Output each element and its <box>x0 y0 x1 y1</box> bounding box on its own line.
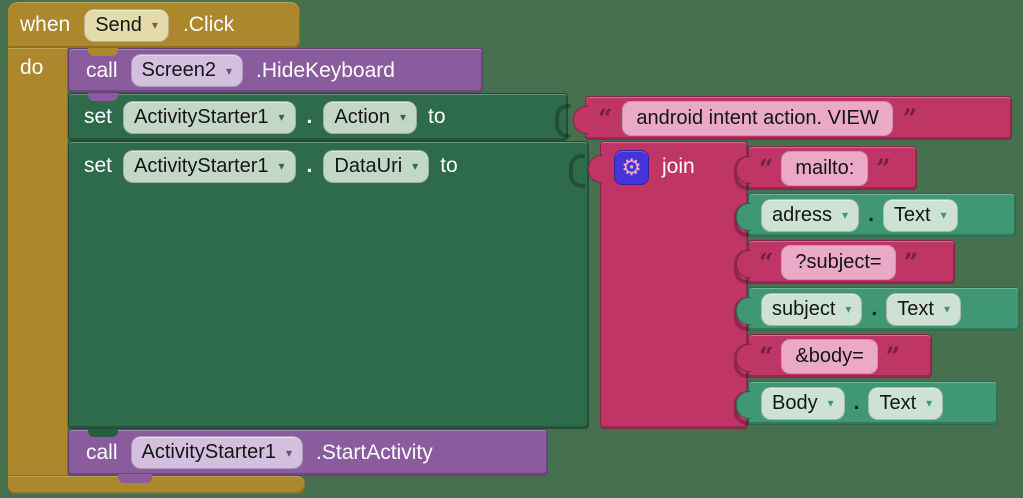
body-dropdown[interactable]: Body ▾ <box>761 386 845 420</box>
activitystarter1-dropdown-value: ActivityStarter1 <box>141 441 276 463</box>
call-hidekeyboard-block[interactable]: call Screen2 ▾ .HideKeyboard <box>68 48 483 93</box>
dropdown-arrow-icon: ▾ <box>940 208 947 222</box>
subject-dropdown[interactable]: subject ▾ <box>761 292 863 326</box>
stack-tab-connector <box>88 48 118 56</box>
dropdown-arrow-icon: ▾ <box>943 302 950 316</box>
action-property-dropdown[interactable]: Action ▾ <box>323 100 417 134</box>
call-label: call <box>86 440 118 464</box>
dot-separator: . <box>868 203 874 226</box>
activitystarter1-dropdown[interactable]: ActivityStarter1 ▾ <box>123 149 296 183</box>
subject-text-property-dropdown[interactable]: Text ▾ <box>886 292 961 326</box>
text-field-subject-param[interactable]: ?subject= <box>781 244 896 280</box>
to-label: to <box>428 105 446 128</box>
startactivity-method-label: .StartActivity <box>316 440 433 464</box>
when-label: when <box>20 13 71 36</box>
dropdown-arrow-icon: ▾ <box>278 110 285 124</box>
call-startactivity-block[interactable]: call ActivityStarter1 ▾ .StartActivity <box>68 429 548 476</box>
screen2-dropdown[interactable]: Screen2 ▾ <box>130 54 244 87</box>
dropdown-arrow-icon: ▾ <box>278 159 285 173</box>
set-label: set <box>84 154 113 177</box>
datauri-property-dropdown[interactable]: DataUri ▾ <box>323 149 430 183</box>
do-label: do <box>20 56 44 79</box>
send-dropdown-value: Send <box>95 13 142 36</box>
string-block-subject-param[interactable]: “ ?subject= ” <box>736 240 955 284</box>
stack-tab-connector <box>88 429 118 437</box>
adress-text-property-dropdown[interactable]: Text ▾ <box>882 198 958 232</box>
close-quote: ” <box>902 103 918 133</box>
adress-dropdown-value: adress <box>772 203 833 226</box>
click-suffix-label: .Click <box>182 13 235 36</box>
dropdown-arrow-icon: ▾ <box>226 63 233 78</box>
socket-connector <box>555 104 571 138</box>
send-dropdown[interactable]: Send ▾ <box>84 8 169 42</box>
stack-tab-connector <box>118 474 152 483</box>
set-datauri-block[interactable]: set ActivityStarter1 ▾ . DataUri ▾ to <box>68 141 589 429</box>
event-block-spine[interactable] <box>8 48 68 477</box>
dropdown-arrow-icon: ▾ <box>827 396 834 410</box>
getter-block-subject-text[interactable]: subject ▾ . Text ▾ <box>736 287 1020 331</box>
event-block-footer[interactable] <box>8 476 305 494</box>
text-field-mailto[interactable]: mailto: <box>781 150 869 186</box>
open-quote: “ <box>759 247 774 277</box>
text-field-body-param[interactable]: &body= <box>781 338 878 374</box>
plug-connector <box>573 106 588 134</box>
open-quote: “ <box>759 341 774 371</box>
activitystarter1-dropdown-value: ActivityStarter1 <box>134 154 269 177</box>
set-action-block[interactable]: set ActivityStarter1 ▾ . Action ▾ to <box>68 93 571 141</box>
adress-dropdown[interactable]: adress ▾ <box>761 198 860 232</box>
adress-text-property-value: Text <box>893 203 931 226</box>
join-label: join <box>662 155 695 178</box>
body-dropdown-value: Body <box>772 391 818 414</box>
string-block-body-param[interactable]: “ &body= ” <box>736 334 932 378</box>
datauri-property-value: DataUri <box>334 154 403 177</box>
hidekeyboard-method-label: .HideKeyboard <box>256 58 395 82</box>
dropdown-arrow-icon: ▾ <box>412 159 419 173</box>
body-text-property-value: Text <box>879 391 917 414</box>
text-field-action-value[interactable]: android intent action. VIEW <box>622 100 893 136</box>
mutator-gear-icon[interactable]: ⚙ <box>614 149 649 185</box>
dropdown-arrow-icon: ▾ <box>842 208 849 222</box>
subject-text-property-value: Text <box>897 297 934 320</box>
getter-block-adress-text[interactable]: adress ▾ . Text ▾ <box>736 193 1016 237</box>
dropdown-arrow-icon: ▾ <box>151 18 158 32</box>
dot-separator: . <box>306 154 313 177</box>
close-quote: ” <box>885 341 901 371</box>
open-quote: “ <box>598 103 613 133</box>
string-block-mailto[interactable]: “ mailto: ” <box>736 146 917 190</box>
dot-separator: . <box>871 297 878 320</box>
getter-block-body-text[interactable]: Body ▾ . Text ▾ <box>736 381 998 425</box>
activitystarter1-dropdown[interactable]: ActivityStarter1 ▾ <box>130 436 304 469</box>
dropdown-arrow-icon: ▾ <box>399 110 406 124</box>
body-text-property-dropdown[interactable]: Text ▾ <box>868 386 944 420</box>
screen2-dropdown-value: Screen2 <box>141 59 217 81</box>
join-block[interactable]: ⚙ join <box>588 141 750 429</box>
plug-connector <box>588 155 603 183</box>
open-quote: “ <box>759 153 774 183</box>
socket-connector <box>569 154 585 188</box>
dropdown-arrow-icon: ▾ <box>926 396 933 410</box>
activitystarter1-dropdown[interactable]: ActivityStarter1 ▾ <box>123 100 296 134</box>
dropdown-arrow-icon: ▾ <box>286 445 293 460</box>
subject-dropdown-value: subject <box>772 297 836 320</box>
dot-separator: . <box>306 105 313 128</box>
set-label: set <box>84 105 113 128</box>
event-block-header[interactable]: when Send ▾ .Click <box>8 2 300 48</box>
close-quote: ” <box>876 153 891 183</box>
dot-separator: . <box>853 391 860 414</box>
close-quote: ” <box>903 247 918 277</box>
dropdown-arrow-icon: ▾ <box>845 302 852 316</box>
activitystarter1-dropdown-value: ActivityStarter1 <box>134 105 269 128</box>
action-property-value: Action <box>334 105 390 128</box>
stack-tab-connector <box>88 93 118 101</box>
string-block-action-value[interactable]: “ android intent action. VIEW ” <box>573 96 1012 140</box>
to-label: to <box>440 154 458 177</box>
call-label: call <box>86 58 118 82</box>
